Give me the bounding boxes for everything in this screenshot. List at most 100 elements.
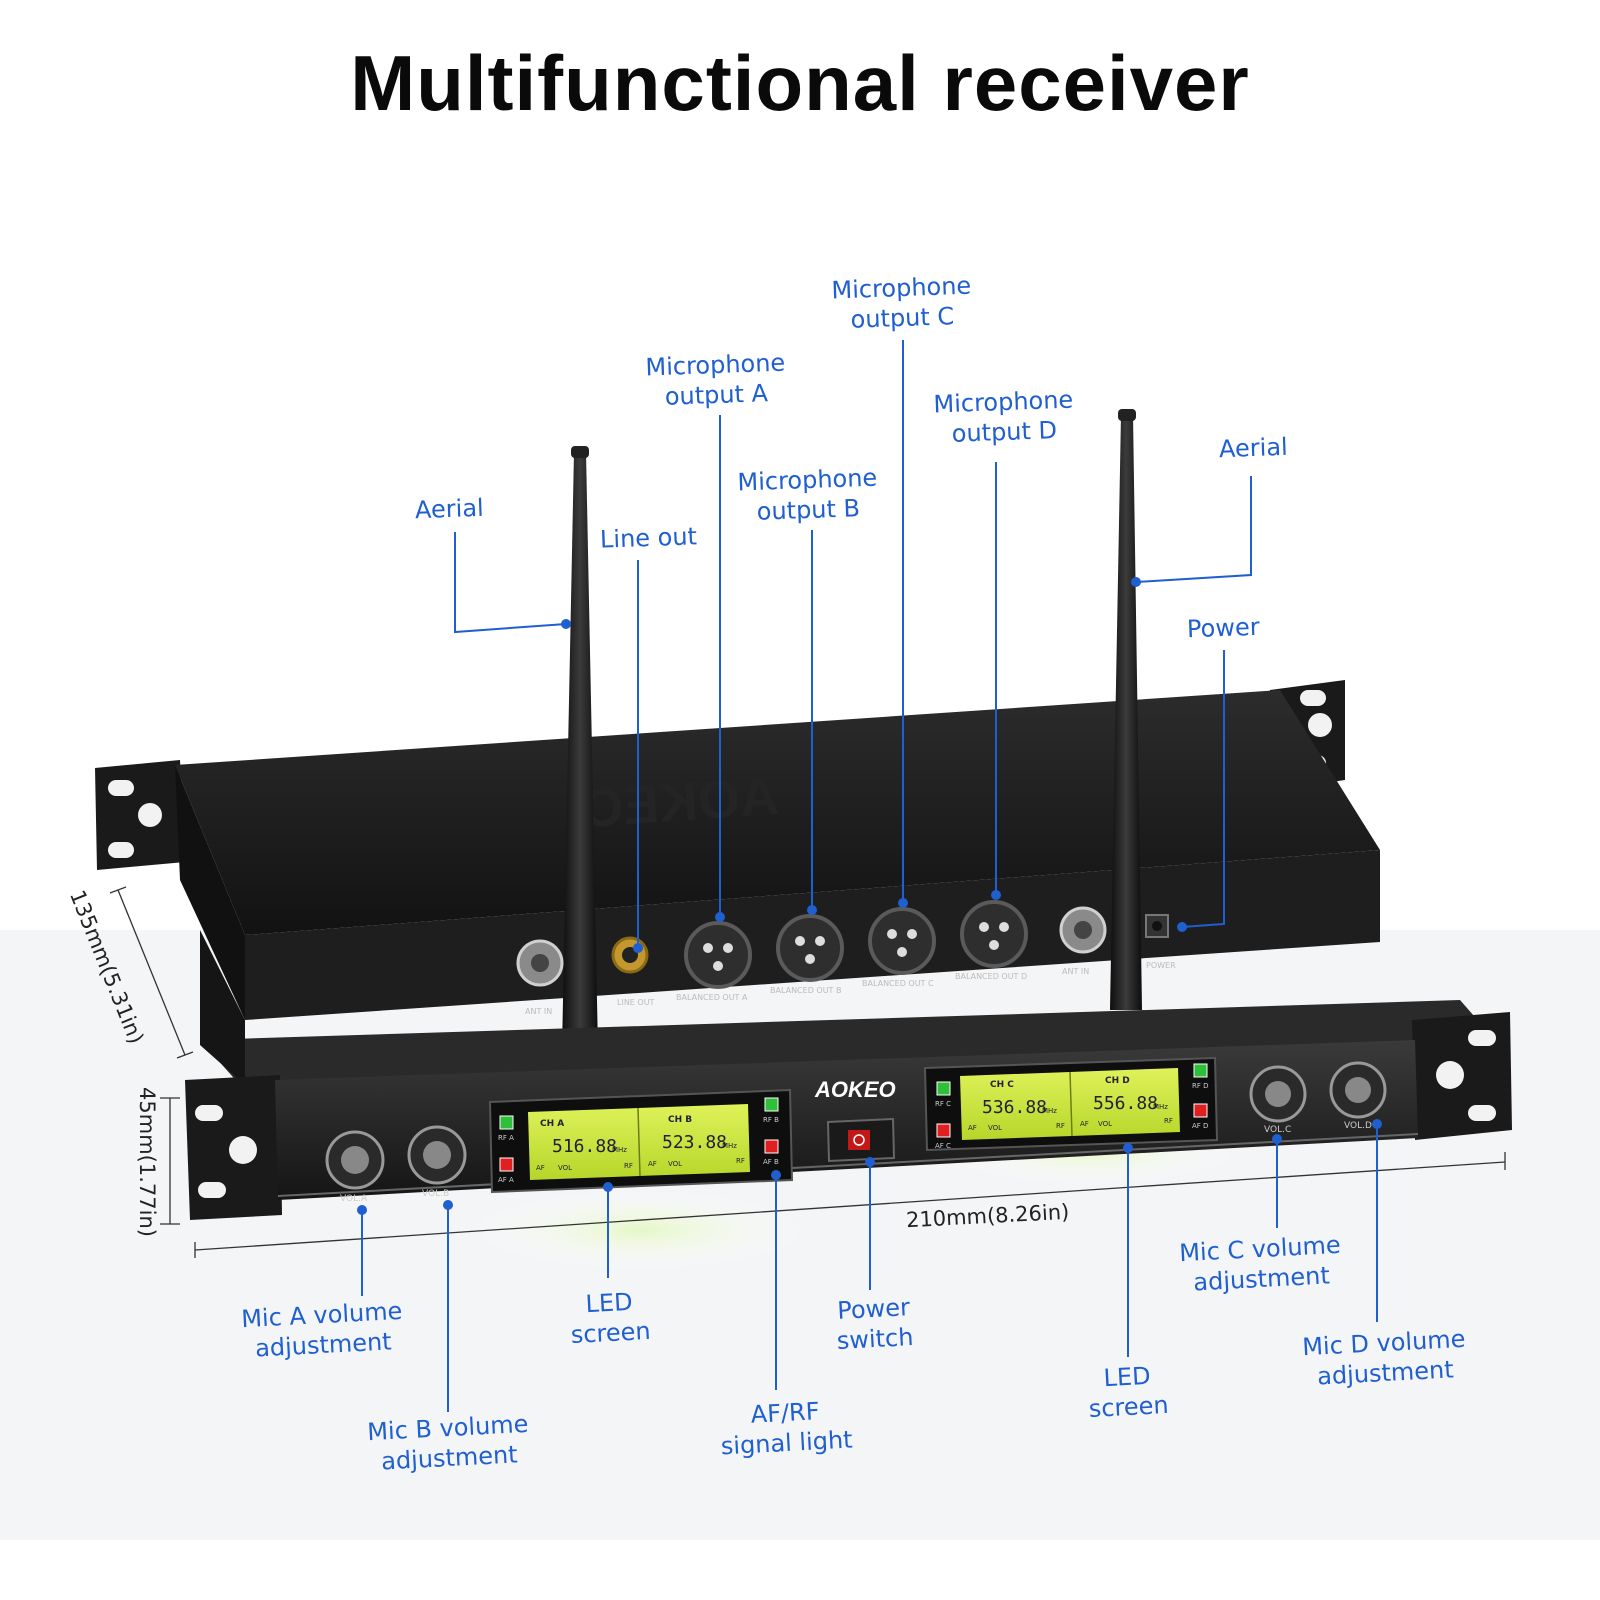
vol-word-d: VOL xyxy=(1098,1120,1112,1128)
callout-mic-c-volume: Mic C volume adjustment xyxy=(1179,1230,1343,1298)
dimension-height: 45mm(1.77in) xyxy=(134,1087,159,1237)
unit-a: MHz xyxy=(612,1146,627,1154)
ch-b-label: CH B xyxy=(668,1115,692,1125)
callout-aerial-right: Aerial xyxy=(1218,432,1289,464)
unit-d: MHz xyxy=(1153,1103,1168,1111)
freq-a: 516.88 xyxy=(552,1136,617,1157)
callout-text: Power xyxy=(1186,612,1261,644)
callout-text: output D xyxy=(951,416,1058,448)
callout-mic-d-volume: Mic D volume adjustment xyxy=(1302,1324,1468,1392)
page-title: Multifunctional receiver xyxy=(350,39,1250,127)
af-a-led xyxy=(499,1157,514,1172)
callout-text: screen xyxy=(570,1316,652,1350)
af-a-text: AF A xyxy=(498,1176,514,1184)
rf-c-indicator: RF xyxy=(1056,1122,1065,1130)
xlr-d-connector xyxy=(960,900,1028,968)
af-b-text: AF B xyxy=(763,1158,779,1166)
callout-text: Power xyxy=(836,1293,911,1325)
rear-label-out-c: BALANCED OUT C xyxy=(862,979,934,988)
callout-text: Microphone xyxy=(645,348,786,382)
xlr-a-connector xyxy=(684,921,752,989)
af-c-indicator: AF xyxy=(968,1124,977,1132)
callout-text: LED xyxy=(1102,1361,1152,1393)
vol-b-knob[interactable] xyxy=(407,1125,467,1185)
rear-unit-lid xyxy=(175,690,1380,935)
rf-a-text: RF A xyxy=(498,1134,514,1142)
rear-label-out-a: BALANCED OUT A xyxy=(676,993,748,1002)
callout-mic-output-c: Microphone output C xyxy=(831,271,973,336)
freq-b: 523.88 xyxy=(662,1132,727,1153)
callout-text: Line out xyxy=(599,522,698,554)
rf-d-led xyxy=(1193,1063,1208,1078)
rf-d-text: RF D xyxy=(1192,1082,1209,1090)
callout-text: switch xyxy=(836,1322,915,1355)
rear-label-out-b: BALANCED OUT B xyxy=(770,986,841,995)
af-d-text: AF D xyxy=(1192,1122,1208,1130)
rf-a-indicator: RF xyxy=(624,1162,633,1170)
embossed-brand: AOKEO xyxy=(579,766,781,840)
callout-led-screen-2: LED screen xyxy=(1086,1360,1169,1424)
callout-text: output A xyxy=(664,379,769,411)
vol-d-knob[interactable] xyxy=(1329,1061,1387,1119)
vol-a-knob[interactable] xyxy=(325,1130,385,1190)
rear-label-ant-in: ANT IN xyxy=(525,1007,552,1016)
power-icon xyxy=(853,1134,865,1146)
brand-logo: AOKEO xyxy=(814,1077,896,1102)
af-b-indicator: AF xyxy=(648,1160,657,1168)
freq-c: 536.88 xyxy=(982,1097,1047,1118)
callout-text: Microphone xyxy=(933,385,1074,419)
rear-label-power: POWER xyxy=(1146,961,1176,970)
af-b-led xyxy=(764,1139,779,1154)
vol-c-knob[interactable] xyxy=(1249,1065,1307,1123)
callout-mic-output-a: Microphone output A xyxy=(645,348,787,413)
vol-b-label: VOL.B xyxy=(422,1189,449,1199)
callout-mic-a-volume: Mic A volume adjustment xyxy=(241,1296,405,1364)
rf-b-indicator: RF xyxy=(736,1157,745,1165)
callout-line-out: Line out xyxy=(600,521,698,554)
antenna-right xyxy=(1110,409,1142,1010)
af-d-indicator: AF xyxy=(1080,1120,1089,1128)
xlr-b-connector xyxy=(776,914,844,982)
unit-c: MHz xyxy=(1042,1107,1057,1115)
callout-mic-b-volume: Mic B volume adjustment xyxy=(367,1409,531,1477)
rf-d-indicator: RF xyxy=(1164,1117,1173,1125)
callout-dots xyxy=(357,577,1382,1215)
vol-word-b: VOL xyxy=(668,1160,682,1168)
ch-c-label: CH C xyxy=(990,1080,1014,1090)
dimension-lines xyxy=(109,886,1506,1258)
af-c-text: AF C xyxy=(935,1142,951,1150)
rear-label-line-out: LINE OUT xyxy=(617,998,655,1007)
af-c-led xyxy=(936,1123,951,1138)
vol-word-c: VOL xyxy=(988,1124,1002,1132)
power-button[interactable] xyxy=(848,1130,870,1150)
callout-power: Power xyxy=(1186,612,1260,645)
led-screen-cd xyxy=(960,1068,1180,1140)
lcd-glow xyxy=(470,1190,810,1270)
callout-text: Microphone xyxy=(737,463,878,497)
xlr-c-connector xyxy=(868,907,936,975)
vol-a-label: VOL.A xyxy=(340,1194,368,1204)
ch-a-label: CH A xyxy=(540,1119,564,1129)
unit-b: MHz xyxy=(722,1142,737,1150)
antenna-left xyxy=(562,446,598,1050)
rear-label-out-d: BALANCED OUT D xyxy=(955,972,1027,981)
rf-b-text: RF B xyxy=(763,1116,779,1124)
callout-mic-output-b: Microphone output B xyxy=(737,463,879,528)
callout-text: Microphone xyxy=(831,271,972,305)
vol-c-label: VOL.C xyxy=(1264,1125,1291,1135)
callout-text: output C xyxy=(850,302,955,334)
callout-mic-output-d: Microphone output D xyxy=(933,385,1075,450)
af-a-indicator: AF xyxy=(536,1164,545,1172)
callout-text: screen xyxy=(1088,1390,1170,1424)
callout-power-switch: Power switch xyxy=(834,1292,914,1356)
callout-af-rf-signal-light: AF/RF signal light xyxy=(719,1395,854,1462)
callout-aerial-left: Aerial xyxy=(414,493,485,525)
callout-text: output B xyxy=(756,494,861,526)
callout-text: Aerial xyxy=(1218,432,1289,464)
vol-d-label: VOL.D xyxy=(1344,1121,1372,1131)
callout-text: Aerial xyxy=(414,493,485,525)
rf-c-led xyxy=(936,1081,951,1096)
rf-a-led xyxy=(499,1115,514,1130)
